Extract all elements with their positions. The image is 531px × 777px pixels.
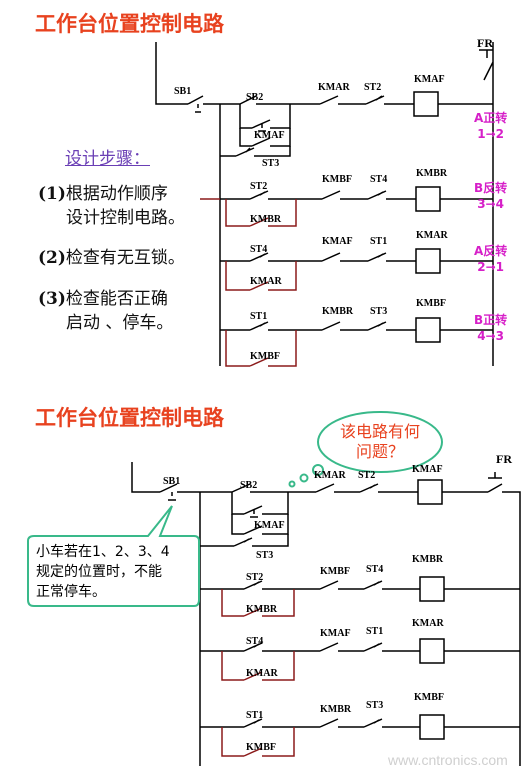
coil-kmaf-label: KMAF bbox=[412, 464, 443, 475]
kmar-contact-label: KMAR bbox=[318, 82, 350, 93]
kmaf-contact-label: KMAF bbox=[322, 236, 353, 247]
speech-bubble-text: 小车若在1、2、3、4 规定的位置时，不能 正常停车。 bbox=[36, 544, 170, 600]
page-title-bottom: 工作台位置控制电路 bbox=[35, 406, 224, 430]
kmbr-hold-label: KMBR bbox=[250, 214, 282, 225]
kmbf-contact-label: KMBF bbox=[322, 174, 352, 185]
coil-kmbr-label: KMBR bbox=[416, 168, 448, 179]
st1-label: ST1 bbox=[250, 311, 268, 322]
st3-label: ST3 bbox=[370, 306, 388, 317]
kmar-contact-label: KMAR bbox=[314, 470, 346, 481]
kmaf-contact-label: KMAF bbox=[320, 628, 351, 639]
st2-label: ST2 bbox=[358, 470, 376, 481]
kmaf-hold-label: KMAF bbox=[254, 520, 285, 531]
coil-kmar-label: KMAR bbox=[416, 230, 448, 241]
thought-bubble-text: 该电路有何 问题？ bbox=[339, 422, 420, 461]
design-step: (3)检查能否正确 启动 、停车。 bbox=[38, 289, 174, 333]
kmar-hold-label: KMAR bbox=[246, 668, 278, 679]
st1-label: ST1 bbox=[366, 626, 384, 637]
kmbf-contact-label: KMBF bbox=[320, 566, 350, 577]
page-title-top: 工作台位置控制电路 bbox=[35, 12, 224, 36]
kmbr-hold-label: KMBR bbox=[246, 604, 278, 615]
kmbr-contact-label: KMBR bbox=[322, 306, 354, 317]
st4-label: ST4 bbox=[366, 564, 384, 575]
st2-label: ST2 bbox=[250, 181, 268, 192]
fr-label: FR bbox=[477, 36, 493, 50]
coil-kmbf-label: KMBF bbox=[416, 298, 446, 309]
coil-kmaf-label: KMAF bbox=[414, 74, 445, 85]
coil-kmar-label: KMAR bbox=[412, 618, 444, 629]
coil-kmbf-label: KMBF bbox=[414, 692, 444, 703]
steps-heading: 设计步骤： bbox=[65, 149, 150, 169]
design-step: (1)根据动作顺序 设计控制电路。 bbox=[38, 184, 185, 228]
kmbf-hold-label: KMBF bbox=[250, 351, 280, 362]
watermark: www.cntronics.com bbox=[388, 752, 508, 768]
st3-label: ST3 bbox=[256, 550, 274, 561]
sb2-label: SB2 bbox=[246, 92, 264, 103]
st1-label: ST1 bbox=[370, 236, 388, 247]
st4-label: ST4 bbox=[370, 174, 388, 185]
st1-label: ST1 bbox=[246, 710, 264, 721]
st4-label: ST4 bbox=[246, 636, 264, 647]
sb2-label: SB2 bbox=[240, 480, 258, 491]
st3-label: ST3 bbox=[262, 158, 280, 169]
speech-bubble bbox=[27, 505, 200, 607]
coil-kmbr-label: KMBR bbox=[412, 554, 444, 565]
design-step: (2)检查有无互锁。 bbox=[38, 248, 185, 268]
st3-label: ST3 bbox=[366, 700, 384, 711]
kmbr-contact-label: KMBR bbox=[320, 704, 352, 715]
st4-label: ST4 bbox=[250, 244, 268, 255]
fr-label: FR bbox=[496, 452, 512, 466]
kmaf-hold-label: KMAF bbox=[254, 130, 285, 141]
kmar-hold-label: KMAR bbox=[250, 276, 282, 287]
sb1-label: SB1 bbox=[174, 86, 192, 97]
thought-bubble bbox=[317, 411, 443, 473]
st2-label: ST2 bbox=[364, 82, 382, 93]
kmbf-hold-label: KMBF bbox=[246, 742, 276, 753]
sb1-label: SB1 bbox=[163, 476, 181, 487]
st2-label: ST2 bbox=[246, 572, 264, 583]
